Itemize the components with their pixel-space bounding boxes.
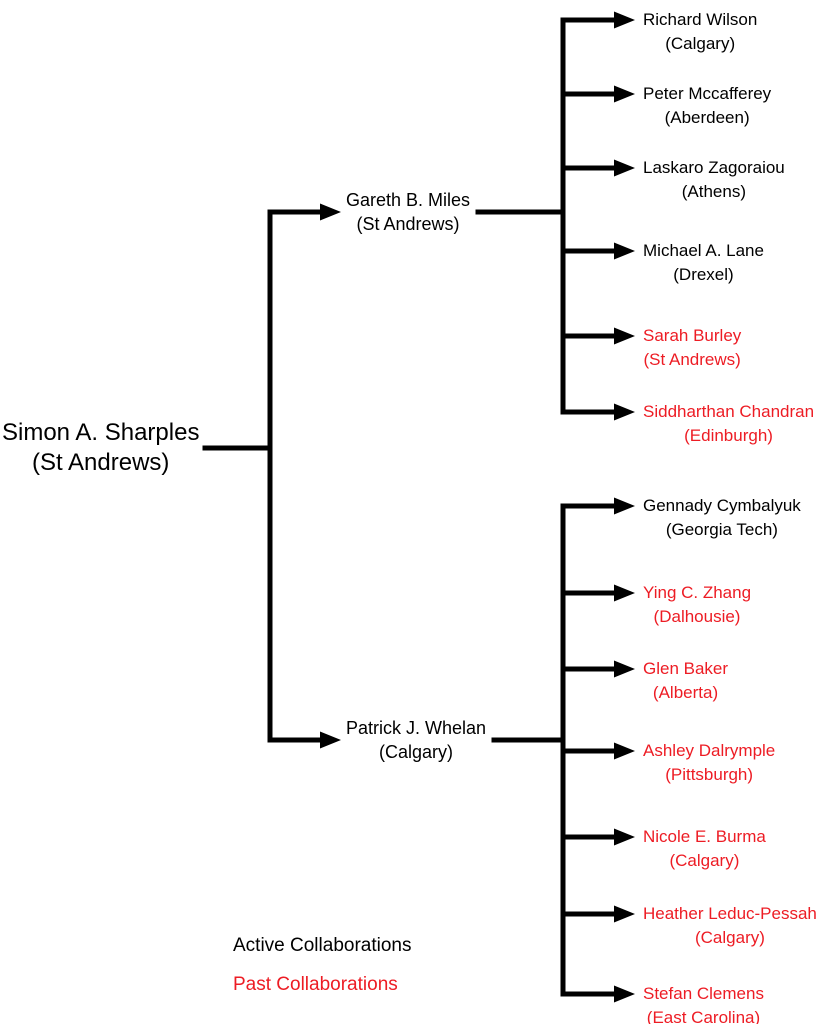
person-affiliation: (Alberta)	[652, 683, 719, 702]
root-node-label: Simon A. Sharples (St Andrews)	[2, 418, 199, 478]
leaf-node-label: Ashley Dalrymple (Pittsburgh)	[643, 739, 775, 787]
leaf-node-label: Michael A. Lane (Drexel)	[643, 239, 764, 287]
leaf-node-label: Heather Leduc-Pessah (Calgary)	[643, 902, 817, 950]
leaf-node-label: Sarah Burley (St Andrews)	[643, 324, 741, 372]
leaf-node-label: Nicole E. Burma (Calgary)	[643, 825, 766, 873]
person-name: Patrick J. Whelan	[346, 718, 487, 738]
person-affiliation: (Drexel)	[673, 265, 734, 284]
branch-node-label: Gareth B. Miles (St Andrews)	[346, 188, 470, 236]
leaf-node-label: Glen Baker (Alberta)	[643, 657, 728, 705]
person-name: Peter Mccafferey	[643, 84, 772, 103]
person-name: Laskaro Zagoraiou	[643, 158, 785, 177]
person-affiliation: (Athens)	[681, 182, 746, 201]
leaf-node-label: Laskaro Zagoraiou (Athens)	[643, 156, 785, 204]
person-affiliation: (Calgary)	[665, 34, 736, 53]
leaf-node-label: Peter Mccafferey (Aberdeen)	[643, 82, 771, 130]
person-affiliation: (St Andrews)	[356, 214, 460, 234]
legend-past-collaborations: Past Collaborations	[233, 974, 398, 995]
person-name: Glen Baker	[643, 659, 729, 678]
person-name: Nicole E. Burma	[643, 827, 766, 846]
person-name: Ashley Dalrymple	[643, 741, 776, 760]
person-affiliation: (Pittsburgh)	[665, 765, 754, 784]
person-affiliation: (East Carolina)	[646, 1008, 761, 1024]
leaf-node-label: Ying C. Zhang (Dalhousie)	[643, 581, 751, 629]
leaf-node-label: Stefan Clemens (East Carolina)	[643, 982, 764, 1024]
person-name: Gennady Cymbalyuk	[643, 496, 801, 515]
person-name: Heather Leduc-Pessah	[643, 904, 817, 923]
legend-active-collaborations: Active Collaborations	[233, 935, 412, 956]
person-affiliation: (Calgary)	[379, 742, 454, 762]
person-affiliation: (Calgary)	[669, 851, 740, 870]
person-affiliation: (Dalhousie)	[653, 607, 741, 626]
person-affiliation: (Aberdeen)	[664, 108, 750, 127]
person-name: Simon A. Sharples	[2, 419, 200, 446]
person-affiliation: (St Andrews)	[32, 449, 170, 476]
person-affiliation: (Calgary)	[694, 928, 765, 947]
person-affiliation: (St Andrews)	[643, 350, 741, 369]
leaf-node-label: Siddharthan Chandran (Edinburgh)	[643, 400, 814, 448]
person-name: Siddharthan Chandran	[643, 402, 815, 421]
leaf-node-label: Gennady Cymbalyuk (Georgia Tech)	[643, 494, 801, 542]
person-name: Stefan Clemens	[643, 984, 764, 1003]
person-name: Gareth B. Miles	[346, 190, 471, 210]
person-name: Michael A. Lane	[643, 241, 764, 260]
person-affiliation: (Edinburgh)	[684, 426, 773, 445]
leaf-node-label: Richard Wilson (Calgary)	[643, 8, 757, 56]
person-name: Richard Wilson	[643, 10, 758, 29]
person-affiliation: (Georgia Tech)	[665, 520, 778, 539]
person-name: Sarah Burley	[643, 326, 742, 345]
branch-node-label: Patrick J. Whelan (Calgary)	[346, 716, 486, 764]
person-name: Ying C. Zhang	[643, 583, 752, 602]
